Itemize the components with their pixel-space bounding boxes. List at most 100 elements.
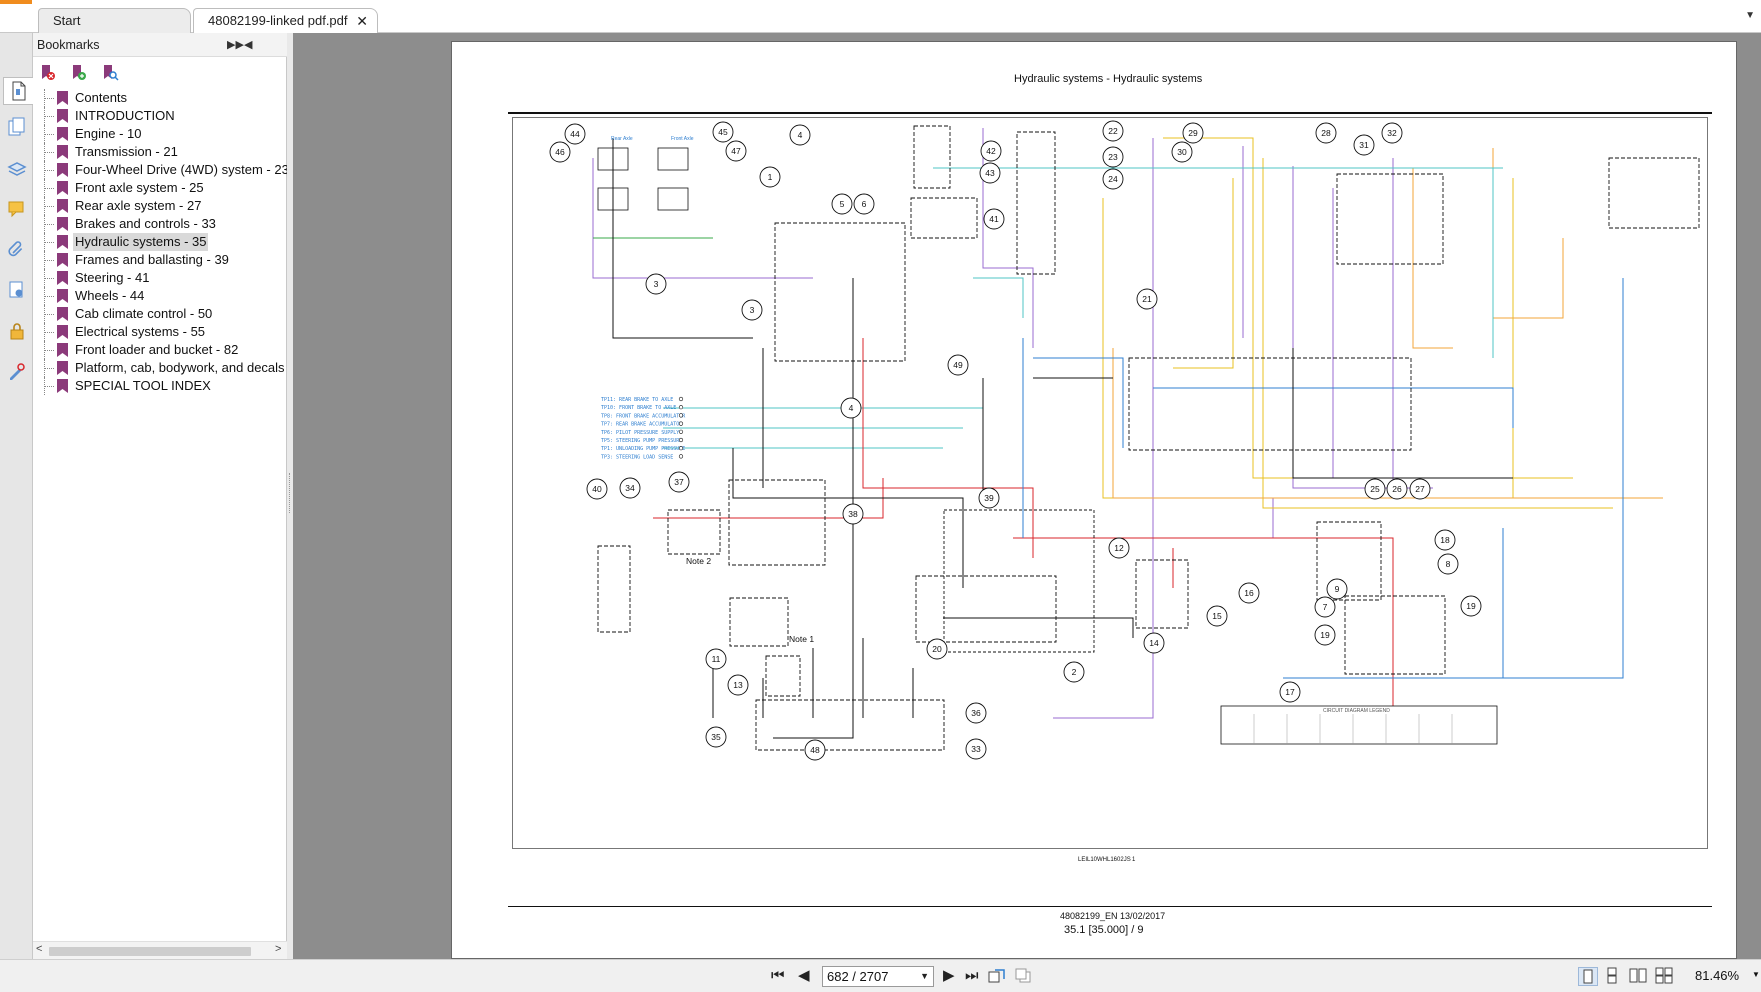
previous-view-icon[interactable]	[988, 967, 1008, 986]
callout-balloon	[705, 726, 727, 748]
bookmark-item[interactable]: Hydraulic systems - 35	[33, 233, 287, 251]
bookmark-item[interactable]: Front axle system - 25	[33, 179, 287, 197]
signatures-icon[interactable]	[3, 276, 31, 304]
next-page-icon[interactable]: ▶	[943, 967, 955, 984]
previous-page-icon[interactable]: ◀	[798, 967, 810, 984]
bookmark-item[interactable]: Platform, cab, bodywork, and decals -	[33, 359, 287, 377]
bookmark-icon	[57, 199, 68, 213]
hydraulic-line	[943, 617, 1134, 638]
test-point-label: TP8: FRONT BRAKE ACCUMULATOR	[601, 413, 686, 419]
hydraulic-line	[1173, 178, 1234, 369]
tree-connector	[44, 197, 54, 215]
callout-balloon	[727, 674, 749, 696]
component-box	[729, 597, 789, 647]
callout-number: 32	[1387, 128, 1397, 138]
callout-balloon	[1364, 478, 1386, 500]
expand-bookmarks-icon[interactable]	[70, 64, 90, 82]
bookmark-icon	[57, 109, 68, 123]
hydraulic-line	[663, 407, 984, 438]
security-lock-icon[interactable]	[3, 317, 31, 345]
callout-balloon	[1434, 529, 1456, 551]
last-page-icon[interactable]: ⏭	[965, 967, 979, 984]
hydraulic-line	[1153, 387, 1514, 428]
bookmark-label: SPECIAL TOOL INDEX	[75, 378, 211, 393]
callout-number: 28	[1321, 128, 1331, 138]
zoom-level[interactable]: 81.46%	[1695, 968, 1740, 983]
bookmark-icon	[57, 361, 68, 375]
bookmark-item[interactable]: Electrical systems - 55	[33, 323, 287, 341]
page-number-input[interactable]: 682 / 2707 ▼	[822, 966, 934, 987]
callout-balloon	[842, 503, 864, 525]
test-point-label: TP11: REAR BRAKE TO AXLE	[601, 397, 673, 403]
callout-number: 11	[712, 654, 721, 664]
callout-number: 4	[849, 403, 854, 413]
tab-start[interactable]: Start	[38, 8, 191, 33]
bookmark-item[interactable]: Frames and ballasting - 39	[33, 251, 287, 269]
hydraulic-line	[773, 278, 854, 739]
test-point-marker	[678, 437, 684, 443]
callout-number: 6	[862, 199, 867, 209]
callout-number: 26	[1392, 484, 1402, 494]
scroll-left-icon[interactable]: <	[36, 943, 43, 955]
callout-number: 3	[750, 305, 755, 315]
next-view-icon[interactable]	[1014, 967, 1034, 986]
chevron-down-icon[interactable]: ▼	[920, 971, 929, 981]
scrollbar-thumb[interactable]	[49, 947, 251, 956]
component-box	[943, 509, 1095, 653]
tree-connector	[44, 323, 54, 341]
status-bar: ⏮ ◀ 682 / 2707 ▼ ▶ ⏭ 81.46% ▼	[0, 959, 1761, 992]
bookmark-item[interactable]: SPECIAL TOOL INDEX	[33, 377, 287, 395]
callout-number: 21	[1142, 294, 1152, 304]
callout-number: 43	[985, 168, 995, 178]
collapse-panel-icon[interactable]: ◀	[244, 39, 253, 51]
close-tab-icon[interactable]: ✕	[356, 13, 368, 29]
facing-view-icon[interactable]	[1629, 967, 1649, 986]
page-thumbnails-icon[interactable]	[3, 113, 31, 141]
bookmark-item[interactable]: Rear axle system - 27	[33, 197, 287, 215]
tab-document[interactable]: 48082199-linked pdf.pdf ✕	[193, 8, 378, 34]
bookmarks-panel-icon[interactable]	[3, 77, 34, 105]
bookmarks-horizontal-scrollbar[interactable]: < >	[33, 941, 287, 959]
bookmarks-header: Bookmarks ▶▶ ◀	[33, 33, 287, 57]
bookmark-item[interactable]: Contents	[33, 89, 287, 107]
bookmark-item[interactable]: Cab climate control - 50	[33, 305, 287, 323]
panel-splitter[interactable]	[287, 33, 293, 959]
bookmark-item[interactable]: Wheels - 44	[33, 287, 287, 305]
bookmark-item[interactable]: Engine - 10	[33, 125, 287, 143]
continuous-facing-view-icon[interactable]	[1655, 967, 1675, 986]
single-page-view-icon[interactable]	[1578, 967, 1598, 986]
footer-rule	[508, 906, 1712, 907]
callout-number: 22	[1108, 126, 1118, 136]
bookmark-item[interactable]: Front loader and bucket - 82	[33, 341, 287, 359]
chevron-down-icon[interactable]: ▼	[1745, 10, 1755, 21]
document-view[interactable]: Hydraulic systems - Hydraulic systems TP…	[293, 33, 1761, 959]
continuous-view-icon[interactable]	[1603, 967, 1623, 986]
attachments-icon[interactable]	[3, 235, 31, 263]
callout-number: 14	[1149, 638, 1159, 648]
callout-balloon	[1238, 582, 1260, 604]
bookmark-item[interactable]: INTRODUCTION	[33, 107, 287, 125]
bookmark-icon	[57, 163, 68, 177]
expand-panel-icon[interactable]: ▶▶	[227, 39, 244, 51]
component-box	[728, 479, 826, 566]
callout-number: 1	[768, 172, 773, 182]
test-point-marker	[678, 396, 684, 402]
find-bookmark-icon[interactable]	[101, 64, 121, 82]
sign-tools-icon[interactable]	[3, 357, 31, 385]
bookmark-item[interactable]: Brakes and controls - 33	[33, 215, 287, 233]
bookmark-icon	[57, 271, 68, 285]
first-page-icon[interactable]: ⏮	[771, 967, 785, 984]
bookmark-item[interactable]: Four-Wheel Drive (4WD) system - 23	[33, 161, 287, 179]
chevron-down-icon[interactable]: ▼	[1752, 970, 1760, 979]
layers-icon[interactable]	[3, 155, 31, 183]
brake-assembly	[657, 147, 689, 171]
callout-number: 44	[570, 129, 580, 139]
bookmark-item[interactable]: Steering - 41	[33, 269, 287, 287]
callout-balloon	[840, 397, 862, 419]
delete-bookmark-icon[interactable]	[39, 64, 59, 82]
comments-icon[interactable]	[3, 195, 31, 223]
scroll-right-icon[interactable]: >	[275, 943, 282, 955]
bookmark-item[interactable]: Transmission - 21	[33, 143, 287, 161]
